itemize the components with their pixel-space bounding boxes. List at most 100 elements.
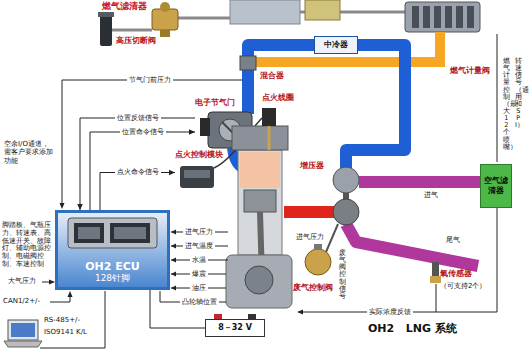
ecu-device [58,213,167,255]
intake-pipe [359,176,480,188]
battery-box: 8－32 V [205,319,265,337]
wastegate-valve [305,249,331,275]
part-name: 燃气计量阀 [450,66,490,76]
connector-line [90,132,195,210]
intake-pipe [346,182,480,266]
signal-wire [40,291,105,348]
arrow-head [68,291,73,297]
signal-name: 实际浓度反馈 [367,308,413,316]
signal-connector [150,290,205,328]
ignition-module [180,166,214,188]
gas-metering-valve [412,6,419,28]
sensor-name: 凸轮轴位置 [180,298,219,306]
mixer [240,56,256,70]
gas-filter [98,12,114,46]
heat-exchanger [305,0,340,20]
arrow-head [49,203,303,315]
shutoff-valve [160,2,170,12]
engine [244,190,276,212]
component-box: 电子节气门 [195,98,245,152]
laptop [4,341,42,347]
gas-line [178,17,230,20]
arrow-head [171,286,176,291]
signal-connector [90,129,195,210]
signal-name: 大气压力 [8,277,36,285]
gas-metering-valve [445,6,452,28]
signal-connector [77,118,195,210]
engine [240,152,280,188]
arrow-head [60,203,65,209]
ecu-device [78,227,100,239]
part-name: 增压器 [300,161,324,171]
mixer [240,56,256,70]
node-title: 8－32 V [218,323,252,333]
gas-metering-valve [405,2,480,32]
engine [262,108,276,126]
signal-name: 燃气计量控制（最大12个喷嘴） [503,58,510,151]
shutoff-valve [152,9,178,30]
arrow-head [169,170,175,176]
arrow-head [171,272,176,277]
component-box: 点火控制模块 [175,150,229,195]
arrow-head [171,230,176,235]
edge-label: 位置反馈信号 [115,114,161,122]
part-name: 混合器 [260,71,284,81]
turbocharger [333,199,359,225]
sensor-name: 水温 [190,256,208,264]
engine [226,255,292,308]
gas-metering-valve [434,6,441,28]
flow-label: 进气 [424,191,438,199]
ecu-device [114,227,146,239]
air-filter-box: 空气滤清器 [480,164,512,208]
note: 空余I/O通道，需客户要求添加功能 [4,140,54,165]
wastegate-valve [314,244,322,250]
part-name: 氧传感器 [440,269,472,279]
gas-filter [100,14,112,46]
gas-line [300,11,305,14]
intake-pipe [346,224,478,266]
arrow-head [189,129,195,135]
node-title: 电子节气门 [195,98,235,108]
gas-filter [98,12,114,17]
signal-wire [497,34,498,162]
wastegate-valve [326,224,338,252]
heat-exchanger [230,0,340,24]
edge-label: 点火命令信号 [115,168,161,176]
wastegate-valve [305,224,338,275]
flow-label: 尾气 [446,236,460,244]
ignition-module [184,170,210,178]
note: （可支持2个） [440,282,486,290]
shutoff-valve [160,30,170,37]
bus-name: ISO9141 K/L [44,328,87,336]
signal-name: 转速信号（通用和SPI） [515,58,522,129]
node-title: 空气滤清器 [483,176,509,195]
engine [232,126,288,150]
throttle-body [200,118,210,136]
bus-name: CAN1/2+/- [3,297,40,305]
gas-metering-valve [423,6,430,28]
caption: OH2 LNG 系统 [368,322,457,335]
bus-name: RS-485+/- [44,316,80,324]
signal-wire [62,80,242,204]
ecu-device [74,223,104,243]
laptop [11,323,35,337]
node-title: 点火控制模块 [175,150,223,160]
part-name: 高压切断阀 [116,36,156,46]
turbocharger [333,167,359,193]
node-title: OH2 ECU [85,260,140,273]
laptop [8,320,38,340]
part-name: 点火线圈 [262,93,294,103]
signal-wire [40,34,497,348]
oxygen-sensor [430,262,441,283]
gas-line [340,11,405,14]
node-title: 中冷器 [324,40,348,50]
part-name: 废气控制阀 [293,283,333,293]
arrow-head [297,310,303,315]
connector-line [100,173,175,211]
ecu-device [110,223,150,243]
engine [245,266,273,294]
edge-label: 位置命令信号 [120,128,166,136]
gas-line [112,29,152,32]
engine [226,108,292,308]
